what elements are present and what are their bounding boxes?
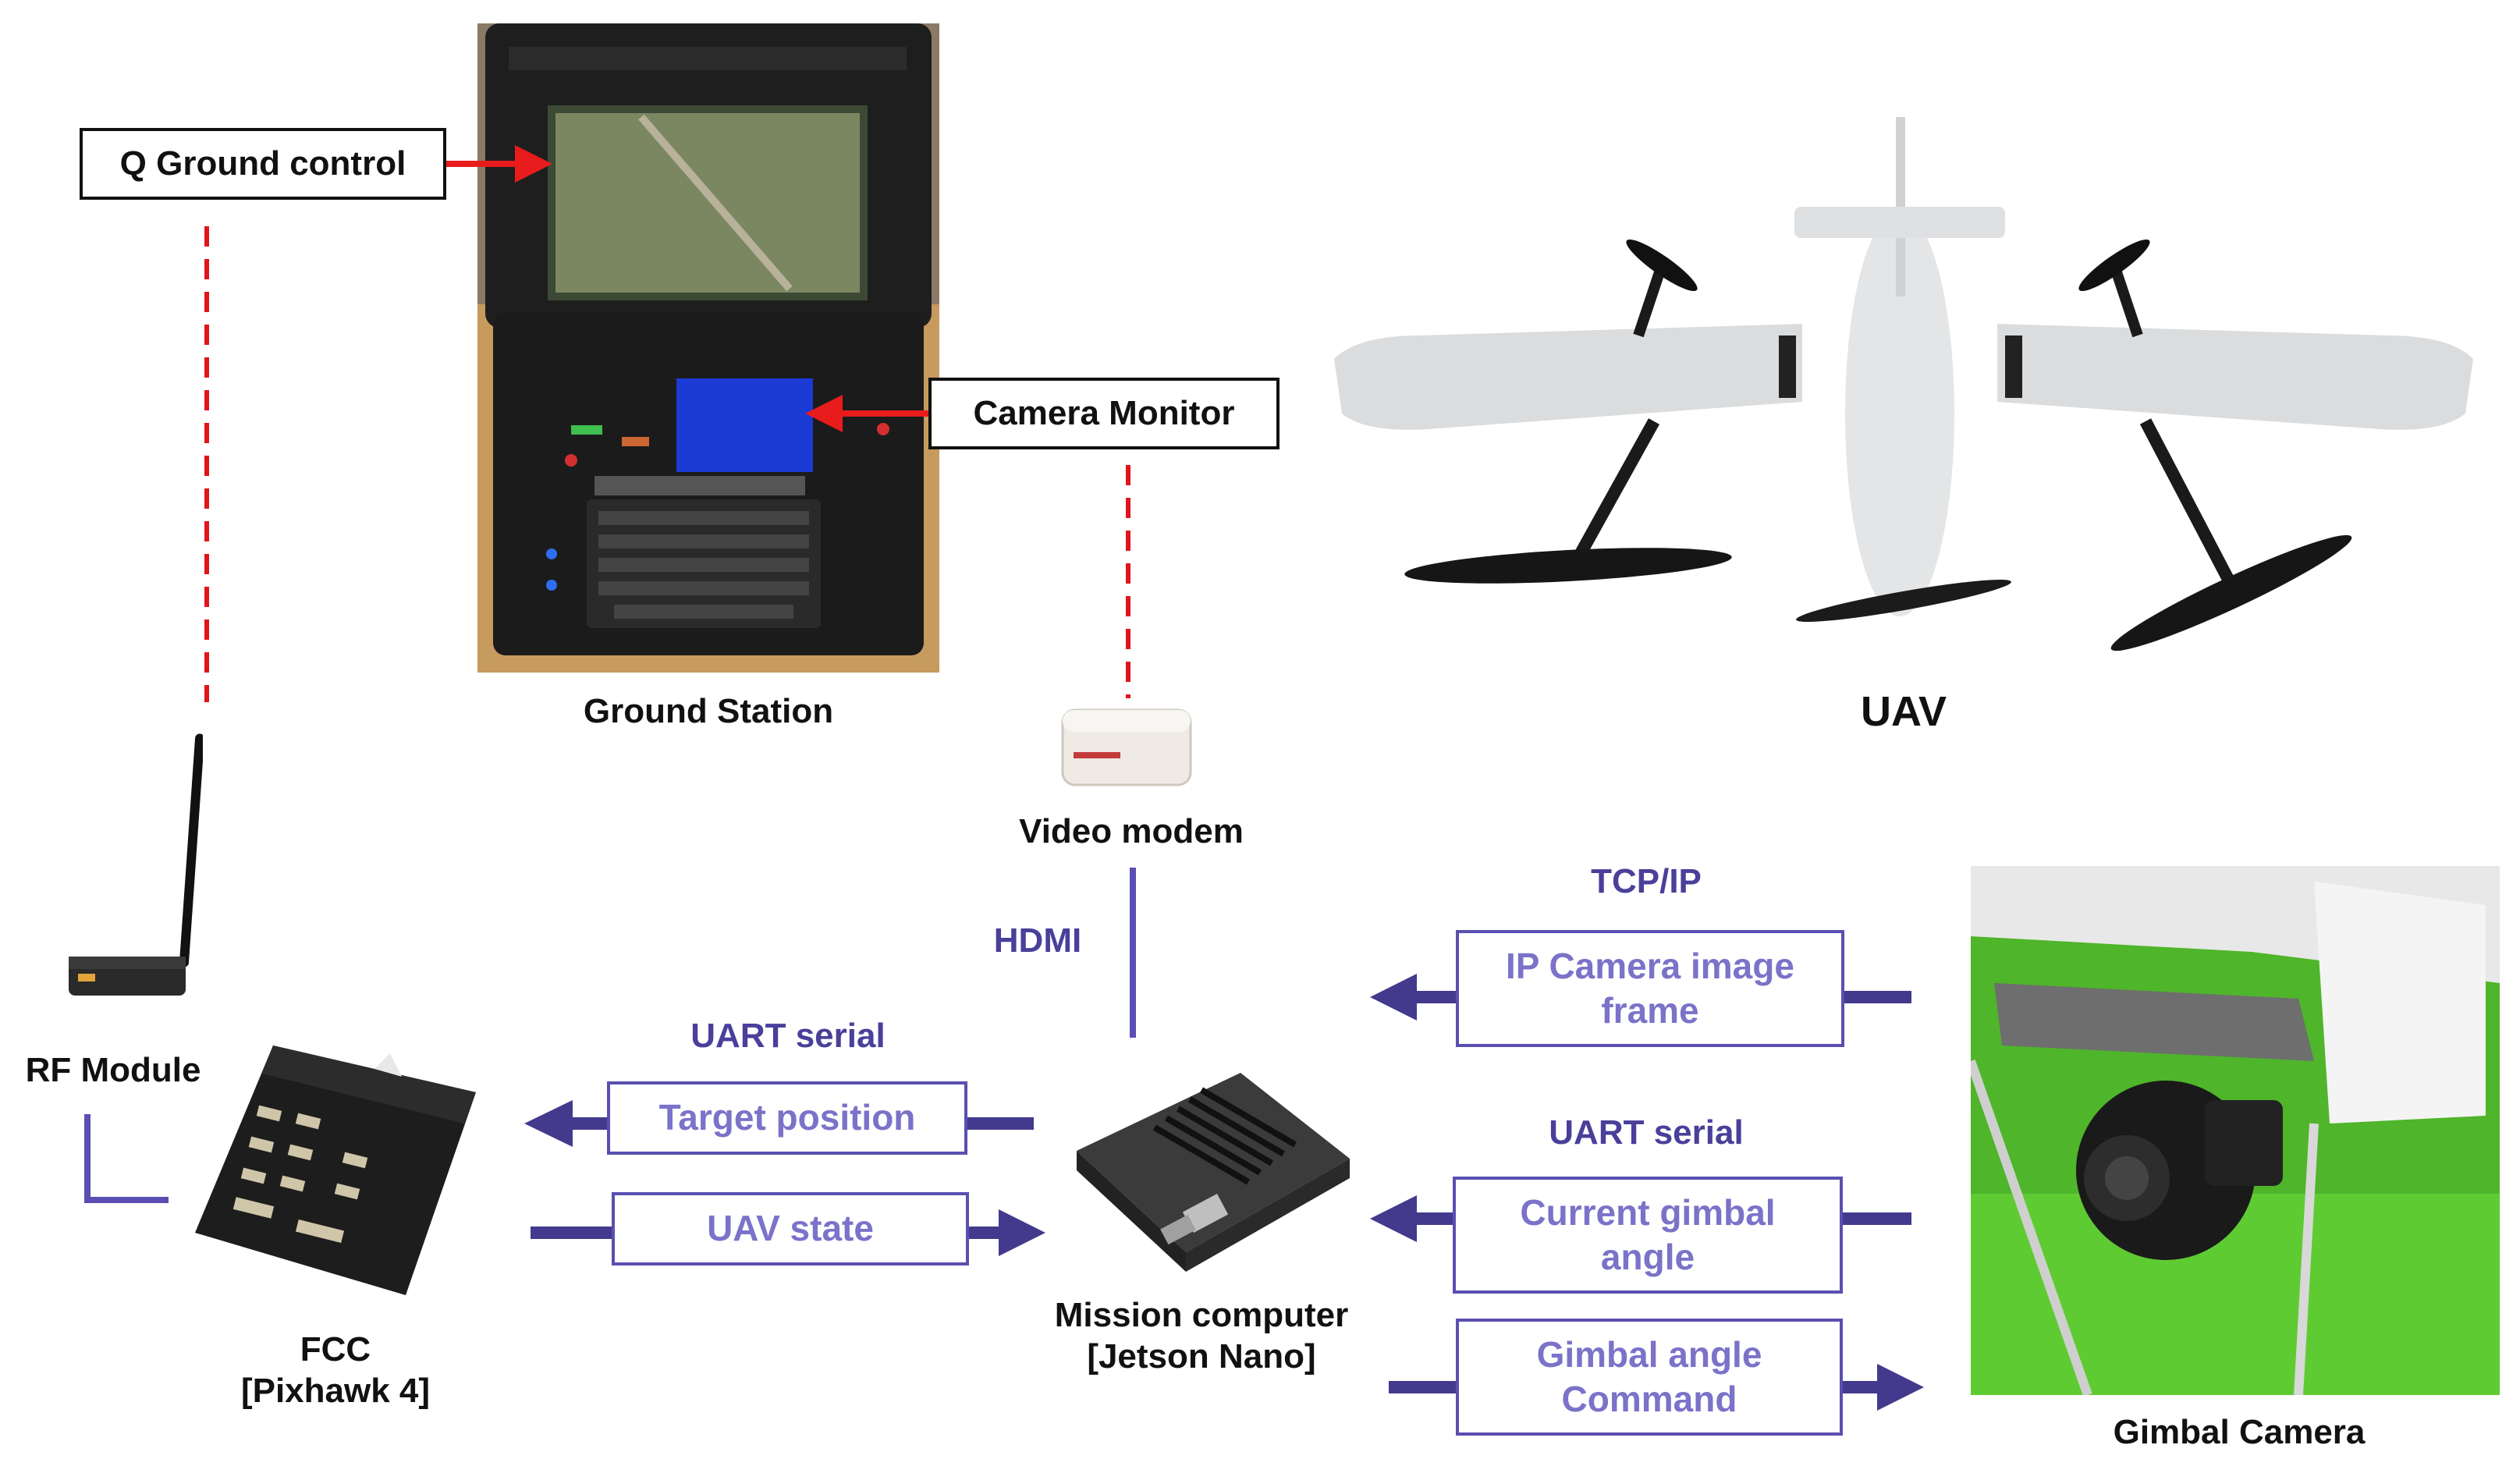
- q-ground-control-label: Q Ground control: [119, 144, 406, 183]
- video-modem-label: Video modem: [1019, 812, 1244, 850]
- uav-state-arrowhead: [999, 1209, 1045, 1256]
- fcc-label: FCC [Pixhawk 4]: [195, 1329, 476, 1412]
- target-position-arrowhead: [524, 1100, 573, 1147]
- current-gimbal-arrowhead: [1370, 1195, 1417, 1242]
- current-gimbal-text-line1: Current gimbal: [1520, 1191, 1776, 1233]
- ground-station-label: Ground Station: [583, 692, 834, 730]
- gimbal-cmd-text-line2: Command: [1561, 1379, 1737, 1419]
- ip-camera-text-line2: frame: [1601, 990, 1699, 1031]
- camera-monitor-label: Camera Monitor: [973, 394, 1235, 432]
- video-modem-photo: [1058, 702, 1195, 790]
- ip-camera-frame-box: IP Camera image frame: [1456, 930, 1844, 1047]
- video-modem-illustration: [1061, 708, 1192, 786]
- uav-label: UAV: [1860, 688, 1947, 735]
- uav-photo: [1326, 101, 2481, 679]
- fcc-illustration: [195, 1045, 476, 1295]
- gimbal-angle-command-box: Gimbal angle Command: [1456, 1319, 1843, 1436]
- mission-computer-line2: [Jetson Nano]: [1087, 1337, 1316, 1376]
- uav-state-text: UAV state: [707, 1208, 874, 1249]
- gimbal-cmd-text-line1: Gimbal angle: [1536, 1333, 1762, 1375]
- rf-module-photo: [62, 726, 203, 1038]
- rf-fcc-connector: [84, 1114, 169, 1203]
- rf-module-illustration: [69, 733, 203, 996]
- gimbal-camera-photo: [1971, 866, 2500, 1395]
- jetson-nano-illustration: [1077, 1073, 1350, 1272]
- uart-serial-right-label: UART serial: [1549, 1113, 1744, 1152]
- gimbal-camera-illustration: [1971, 866, 2500, 1395]
- current-gimbal-angle-box: Current gimbal angle: [1453, 1177, 1843, 1294]
- fcc-label-line1: FCC: [300, 1330, 371, 1368]
- fcc-label-line2: [Pixhawk 4]: [240, 1371, 431, 1410]
- target-position-text: Target position: [658, 1097, 916, 1138]
- rf-module-label: RF Module: [25, 1051, 201, 1089]
- current-gimbal-text-line2: angle: [1600, 1237, 1695, 1277]
- gimbal-camera-label: Gimbal Camera: [2113, 1413, 2366, 1451]
- ip-camera-arrowhead: [1370, 974, 1417, 1021]
- q-ground-control-callout: Q Ground control: [80, 128, 446, 200]
- target-position-box: Target position: [607, 1081, 967, 1155]
- uart-serial-left-label: UART serial: [690, 1017, 886, 1055]
- ip-camera-text-line1: IP Camera image: [1506, 945, 1794, 986]
- gimbal-cmd-arrowhead: [1877, 1364, 1924, 1411]
- camera-monitor-callout: Camera Monitor: [928, 378, 1280, 449]
- hdmi-label: HDMI: [993, 921, 1082, 960]
- fcc-photo: [187, 1038, 484, 1303]
- mission-computer-line1: Mission computer: [1054, 1296, 1349, 1334]
- uav-illustration: [1334, 117, 2473, 651]
- mission-computer-photo: [1061, 1049, 1358, 1283]
- tcp-ip-label: TCP/IP: [1591, 862, 1702, 900]
- mission-computer-label: Mission computer [Jetson Nano]: [1014, 1295, 1389, 1378]
- uav-state-box: UAV state: [612, 1192, 969, 1266]
